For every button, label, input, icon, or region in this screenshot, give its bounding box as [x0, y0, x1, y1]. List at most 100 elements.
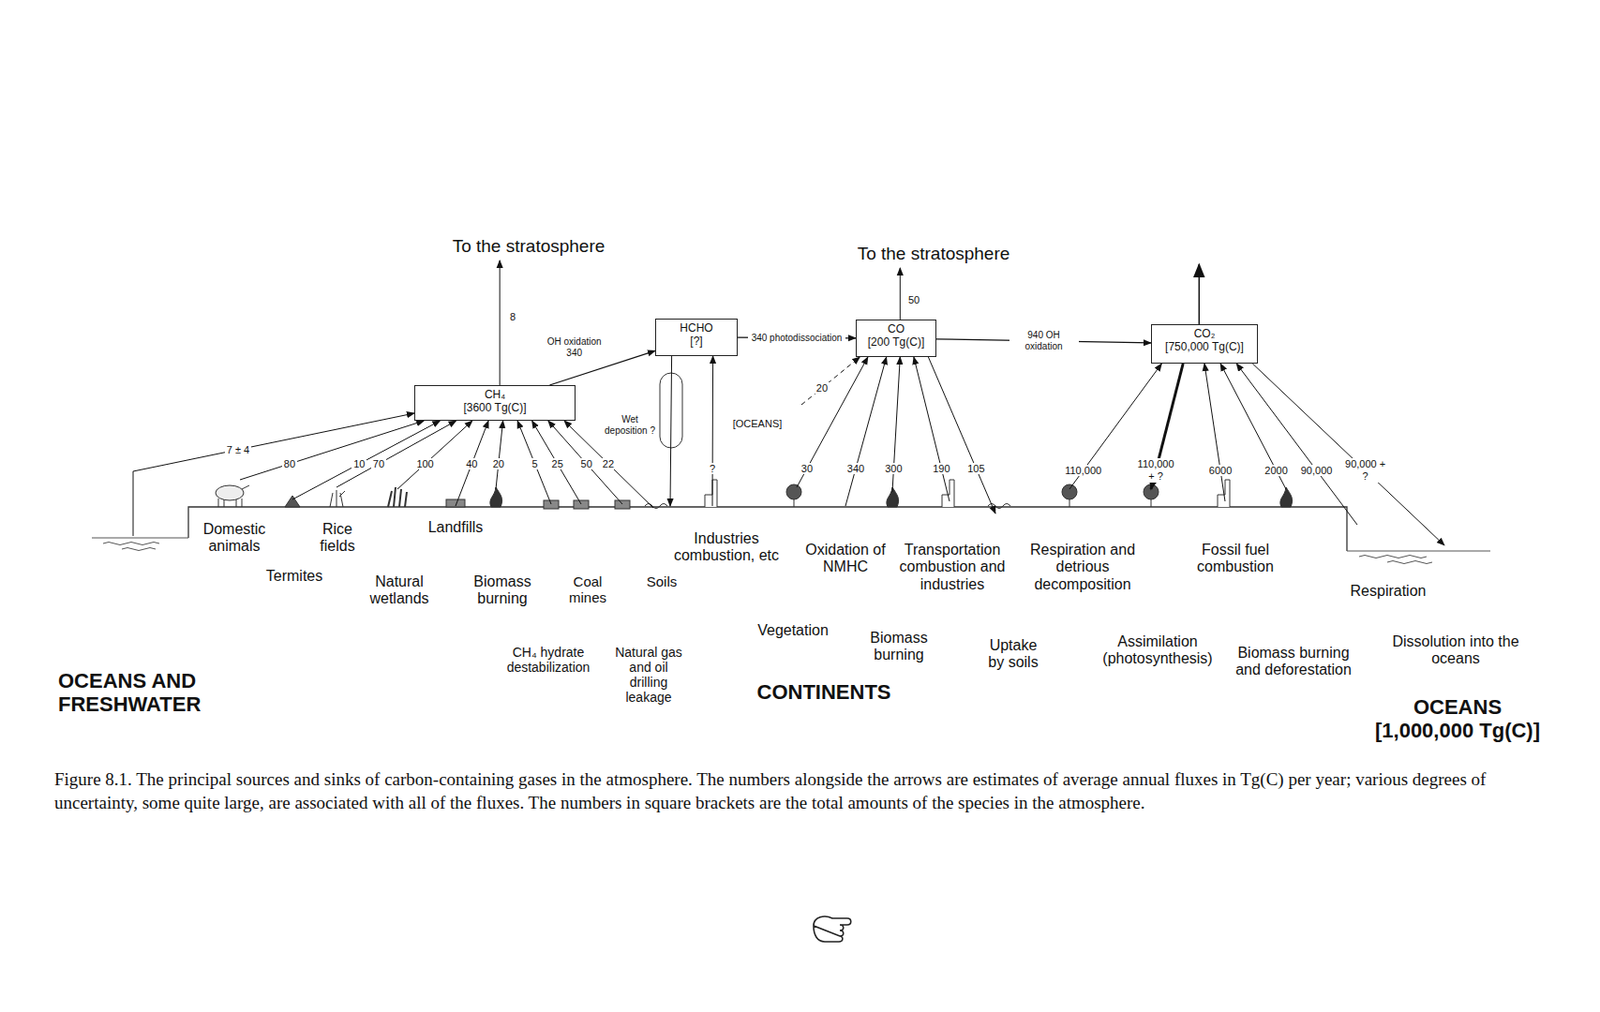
figure-caption: Figure 8.1. The principal sources and si… [54, 768, 1550, 815]
annotation: 8 [509, 311, 516, 324]
source-label: Fossil fuel combustion [1188, 541, 1283, 577]
source-icons-part [644, 504, 668, 509]
water-part [91, 538, 189, 539]
source-label: Landfills [428, 519, 484, 537]
flux-number: 50 [579, 458, 595, 471]
water-part [1359, 555, 1427, 559]
flux-number: ? [707, 463, 718, 476]
flux-number: 22 [600, 458, 616, 471]
source-label: Biomass burning [861, 629, 937, 665]
flux-number: 25 [550, 458, 566, 471]
source-label: Vegetation [757, 622, 829, 640]
flux-number: 300 [882, 463, 904, 476]
flux-arrow [670, 356, 673, 507]
source-label: Coal mines [564, 573, 612, 607]
stratosphere-arrow [1198, 264, 1201, 325]
annotation: 50 [908, 294, 920, 307]
flux-arrow [1204, 363, 1226, 502]
annotation: Wet deposition ? [600, 414, 659, 436]
annotation: [OCEANS] [732, 418, 783, 431]
flux-number: 10 [351, 458, 367, 471]
flux-arrow [292, 420, 441, 500]
flux-number: 110,000 [1062, 464, 1104, 478]
flux-number: 6000 [1207, 464, 1234, 478]
page-turn-hand [813, 916, 852, 943]
source-icons-part [573, 500, 589, 509]
species-amount: [?] [661, 334, 732, 348]
source-label: Termites [266, 568, 323, 585]
water-part [103, 542, 160, 546]
flux-number: 105 [965, 463, 987, 476]
flux-number: 340 [845, 463, 867, 476]
ground [188, 507, 1347, 552]
flux-number: 2000 [1262, 464, 1289, 478]
source-label: Rice fields [314, 521, 361, 556]
flux-arrow [845, 357, 887, 507]
species-box: CO₂[750,000 Tg(C)] [1151, 324, 1258, 364]
flux-number: 100 [414, 458, 435, 471]
stratosphere-arrow [499, 260, 501, 386]
source-label: Dissolution into the oceans [1390, 633, 1522, 669]
reaction-label: OH oxidation 340 [543, 336, 606, 359]
source-label: Oxidation of NMHC [798, 541, 893, 577]
source-label: Uptake by soils [980, 637, 1047, 673]
source-icons-part [329, 490, 345, 508]
source-icons-part [942, 479, 955, 508]
flux-number: 110,000 + ? [1133, 458, 1179, 482]
flux-arrow [801, 357, 860, 405]
source-label: OCEANS [1,000,000 Tg(C)] [1363, 695, 1552, 744]
water-part [1346, 551, 1491, 553]
flux-arrow [495, 420, 504, 490]
source-label: Natural wetlands [361, 573, 437, 609]
flux-arrow [796, 357, 868, 488]
flux-arrow [397, 420, 473, 490]
flux-number: 80 [282, 458, 298, 471]
reaction-label: 340 photodissociation [747, 332, 846, 344]
flux-arrow [1236, 363, 1358, 525]
water-part [1387, 561, 1433, 565]
flux-arrow [133, 413, 415, 537]
source-icons-part [215, 485, 244, 501]
flux-number: 20 [491, 458, 507, 471]
source-label: OCEANS AND FRESHWATER [58, 669, 255, 718]
source-label: Respiration and detrious decomposition [1016, 541, 1149, 594]
flux-number: 70 [371, 458, 387, 471]
source-icons-part [218, 485, 250, 508]
source-icons-part [490, 487, 503, 508]
flux-arrow [239, 420, 424, 480]
flux-number: 5 [530, 458, 540, 471]
source-label: Natural gas and oil drilling leakage [609, 644, 689, 705]
source-icons-part [1061, 484, 1077, 500]
flux-number: 30 [799, 463, 815, 476]
source-label: Biomass burning and deforestation [1235, 644, 1353, 680]
species-box: HCHO[?] [655, 318, 738, 357]
source-icons-part [543, 500, 559, 509]
species-name: CO [862, 322, 930, 336]
flux-number: 190 [930, 463, 952, 476]
flux-arrow [336, 420, 457, 488]
flow-arrows [133, 260, 1445, 546]
source-label: Transportation combustion and industries [896, 541, 1009, 594]
source-label: CH₄ hydrate destabilization [501, 644, 596, 675]
flux-number: 20 [814, 382, 830, 395]
source-icons-part [388, 487, 407, 508]
species-box: CO[200 Tg(C)] [855, 319, 937, 358]
source-icons-part [704, 479, 718, 508]
page-turn-hand-part [813, 916, 852, 943]
annotation: To the stratosphere [452, 236, 606, 257]
source-icons [215, 373, 1293, 509]
flux-arrow [1252, 363, 1445, 546]
flux-number: 90,000 [1299, 464, 1335, 478]
flux-number: 40 [463, 458, 479, 471]
source-icons-part [786, 484, 802, 500]
flux-number: 7 ± 4 [224, 444, 252, 457]
source-label: Respiration [1350, 583, 1427, 600]
species-box: CH₄[3600 Tg(C)] [414, 385, 576, 421]
source-label: CONTINENTS [757, 680, 892, 704]
source-icons-part [614, 500, 630, 509]
source-icons-part [1280, 487, 1293, 508]
ground-part [188, 507, 1347, 552]
water [91, 538, 1491, 565]
